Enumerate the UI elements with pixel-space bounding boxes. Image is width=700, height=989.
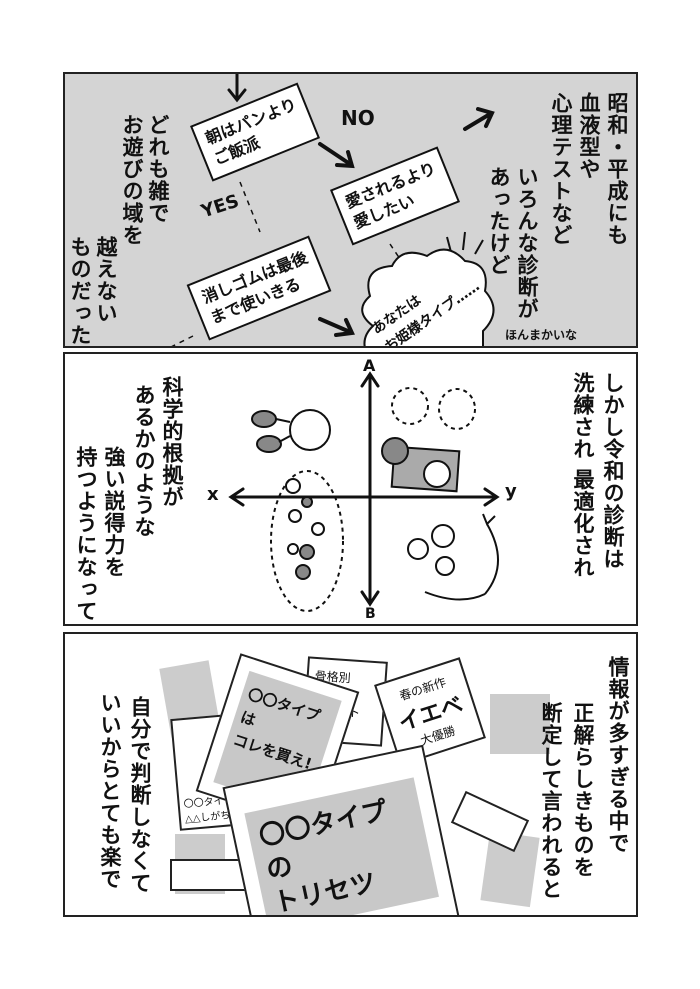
narration-line: 血液型や [577, 92, 601, 180]
narration-line: 強い説得力を [102, 446, 126, 578]
narration-line: 断定して言われると [539, 702, 563, 900]
flowchart-arrows [171, 74, 495, 346]
narration-line: 正解らしきものを [571, 702, 595, 878]
axis-label-top: A [363, 356, 376, 375]
axis-label-right: y [505, 481, 517, 502]
axis-label-left: x [207, 484, 219, 505]
axis-label-bottom: B [365, 606, 376, 622]
profile-card [170, 859, 250, 891]
narration-line: 持つようになって [74, 446, 98, 622]
narration-line: 自分で判断しなくて [128, 696, 152, 894]
narration-line: 洗練され 最適化され [571, 372, 595, 579]
narration-line: 越えない [94, 236, 118, 324]
panel-1: 昭和・平成にも 血液型や 心理テストなど いろんな診断が あったけど どれも雑で… [63, 72, 638, 348]
panel-2: A B x y しかし令和の診断は 洗練され 最適化され 科学的根拠が あるかの… [63, 352, 638, 626]
no-label: NO [341, 106, 375, 130]
aside-comment: ほんまかいな [505, 328, 578, 342]
panel-3: 〇〇タイプ △△しがち 骨格別 似合う チャート 春の新作 イエベ 大優勝 〇〇… [63, 632, 638, 917]
vertical-axis [360, 371, 380, 607]
narration-line: 昭和・平成にも [605, 92, 629, 246]
narration-line: あるかのような [132, 384, 156, 538]
narration-line: いいからとても楽で [98, 692, 122, 890]
narration-line: しかし令和の診断は [601, 372, 625, 570]
card-new-item: 春の新作 イエベ 大優勝 [374, 657, 486, 766]
horizontal-axis [228, 487, 500, 507]
narration-line: いろんな診断が [515, 166, 539, 320]
narration-line: どれも雑で [146, 114, 170, 224]
narration-line: あったけど [487, 166, 511, 276]
narration-line: 情報が多すぎる中で [606, 656, 630, 854]
result-cloud-shape [361, 248, 495, 346]
book-title: 〇〇タイプの トリセツ [244, 777, 439, 915]
background-paper [490, 694, 550, 754]
narration-line: 心理テストなど [549, 92, 573, 246]
narration-line: 科学的根拠が [160, 376, 184, 508]
diagnosis-axes-diagram [228, 371, 500, 612]
narration-line: お遊びの域を [120, 114, 144, 246]
narration-line: ものだった [68, 236, 92, 346]
